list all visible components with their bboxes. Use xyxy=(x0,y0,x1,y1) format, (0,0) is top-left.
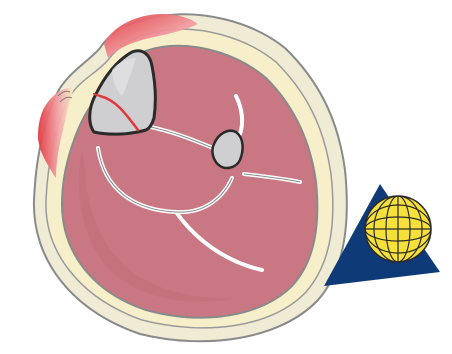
cross-section-diagram xyxy=(0,0,452,354)
illustration-canvas xyxy=(0,0,452,354)
